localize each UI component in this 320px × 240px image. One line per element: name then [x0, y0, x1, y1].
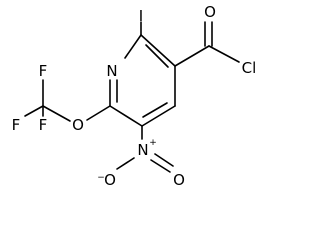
bond-nitro-o-right-1: [150, 159, 171, 173]
bond-nitro-o-right-2: [154, 153, 174, 167]
atom-nitro-nitrogen: N: [137, 141, 148, 159]
bond-o-cf3: [42, 105, 71, 122]
charge-nitro-nitrogen: +: [149, 138, 157, 148]
atom-nitro-oxygen-right: O: [173, 171, 185, 189]
bond-c2-c3-inner: [145, 44, 169, 68]
atom-labels: I N O Cl F F F O N + O O −: [12, 3, 257, 189]
atom-nitro-oxygen-left: O: [104, 171, 116, 189]
bonds: [24, 21, 240, 173]
bond-c5-c6: [109, 105, 143, 127]
atom-ring-nitrogen: N: [106, 62, 117, 80]
structure-diagram: I N O Cl F F F O N + O O −: [12, 3, 257, 189]
bond-cf3-f-left: [24, 105, 44, 117]
bond-n-c2: [124, 34, 142, 59]
bond-c3-carbonyl: [174, 45, 210, 67]
bond-c6-o: [86, 105, 111, 121]
atom-fluorine-left: F: [12, 116, 21, 134]
bond-c4-c5-inner: [142, 102, 168, 118]
atom-ether-oxygen: O: [72, 116, 84, 134]
bond-nitro-o-left: [116, 157, 135, 170]
bond-c2-c3: [140, 34, 176, 67]
atom-acyl-chlorine: Cl: [242, 59, 257, 77]
atom-iodine: I: [139, 7, 143, 25]
atom-fluorine-bottom: F: [39, 116, 48, 134]
atom-fluorine-top: F: [39, 62, 48, 80]
bond-carbonyl-cl: [208, 45, 240, 63]
charge-nitro-oxygen-left: −: [97, 173, 105, 183]
bond-c4-c5: [141, 105, 176, 127]
atom-carbonyl-oxygen: O: [204, 3, 216, 21]
